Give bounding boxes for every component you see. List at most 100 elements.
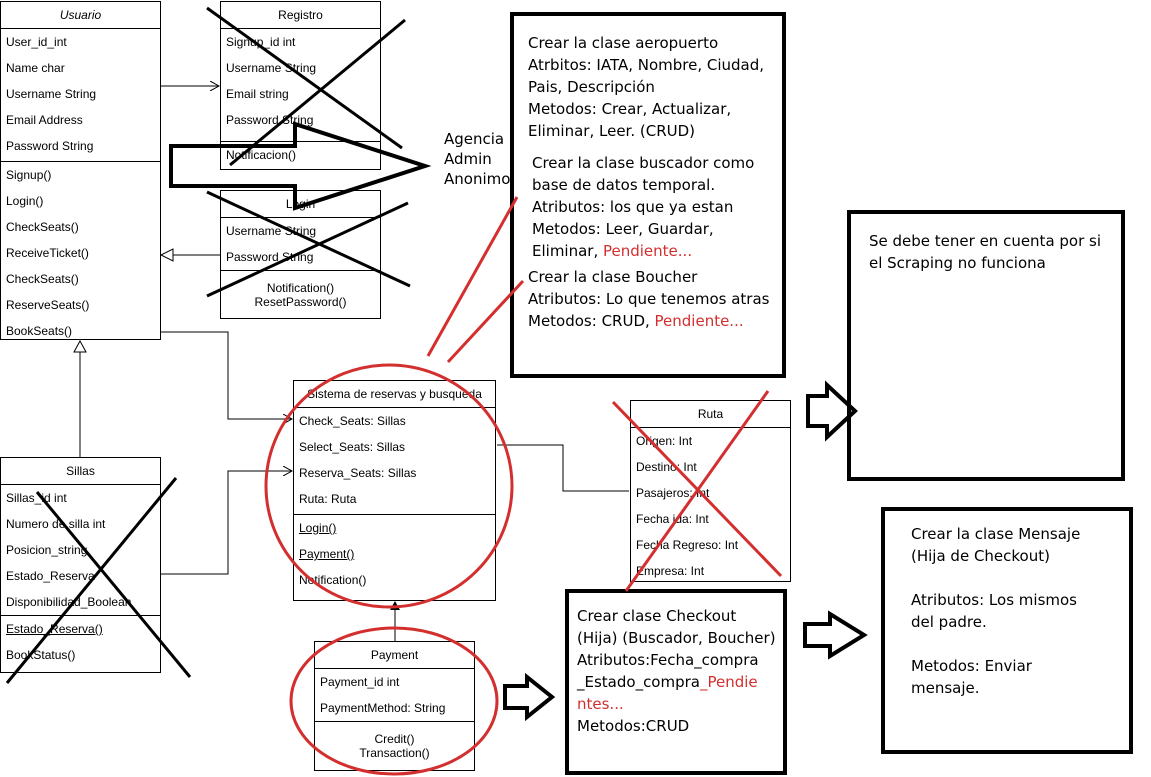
registro-attr: Password String <box>226 113 314 127</box>
sistema-method: Payment() <box>299 547 355 561</box>
usuario-attr: Password String <box>6 139 94 153</box>
sillas-attr: Disponibilidad_Boolean <box>6 595 132 609</box>
note-scraping: Se debe tener en cuenta por si el Scrapi… <box>847 210 1125 481</box>
registro-title: Registro <box>221 2 380 29</box>
login-title: Login <box>221 191 380 218</box>
note-boucher: Crear la clase Boucher Atributos: Lo que… <box>528 266 774 332</box>
usuario-method: ReceiveTicket() <box>6 246 89 260</box>
note-line: Se debe tener en cuenta por si <box>869 232 1102 250</box>
sistema-methods: Login() Payment() Notification() <box>294 514 495 593</box>
payment-method: Credit() <box>374 732 415 746</box>
note-line: base de datos temporal. <box>532 176 716 194</box>
note-line: Atributos: Lo que tenemos atras <box>528 290 770 308</box>
sillas-methods: Estado_Reserva() BookStatus() <box>1 615 160 668</box>
registro-attr: Signup_id int <box>226 35 296 49</box>
sistema-title: Sistema de reservas y busqueda <box>294 381 495 408</box>
note-text: Metodos: CRUD, <box>528 312 655 330</box>
sillas-attr: Estado_Reserva <box>6 569 95 583</box>
note-line: Eliminar, Leer. (CRUD) <box>528 122 695 140</box>
usuario-attributes: User_id_int Name char Username String Em… <box>1 29 160 159</box>
block-arrow-icon <box>503 672 556 722</box>
login-methods: Notification() ResetPassword() <box>221 270 380 309</box>
sillas-sistema-connector <box>161 471 292 575</box>
note-line: del padre. <box>911 613 987 631</box>
login-attr: Password String <box>226 250 314 264</box>
note-line: (Hija de Checkout) <box>911 547 1050 565</box>
note-line: Atributos: los que ya estan <box>532 198 734 216</box>
usuario-attr: Name char <box>6 61 65 75</box>
note-checkout: Crear clase Checkout (Hija) (Buscador, B… <box>565 589 787 775</box>
pending-text: _Pendie <box>699 673 758 691</box>
login-method: ResetPassword() <box>254 295 347 309</box>
payment-attr: PaymentMethod: String <box>320 701 446 715</box>
note-line: Metodos: Crear, Actualizar, <box>528 100 732 118</box>
login-attr: Username String <box>226 224 317 238</box>
sillas-method: BookStatus() <box>6 648 76 662</box>
ruta-attr: Fecha Regreso: Int <box>636 538 739 552</box>
sistema-ruta-connector <box>497 444 629 492</box>
sistema-method: Login() <box>299 521 337 535</box>
payment-attr: Payment_id int <box>320 675 400 689</box>
ruta-attr: Destino: Int <box>636 460 697 474</box>
sillas-method: Estado_Reserva() <box>6 622 103 636</box>
pending-text: ntes... <box>577 695 624 713</box>
sistema-attr: Reserva_Seats: Sillas <box>299 466 417 480</box>
usuario-method: BookSeats() <box>6 324 73 338</box>
usuario-methods: Signup() Login() CheckSeats() ReceiveTic… <box>1 161 160 344</box>
sillas-attr: Sillas_id int <box>6 491 67 505</box>
note-line: Crear la clase aeropuerto <box>528 34 719 52</box>
usuario-sistema-connector <box>161 331 292 419</box>
note-line: Crear clase Checkout <box>577 607 737 625</box>
sillas-class: Sillas Sillas_id int Numero de silla int… <box>0 457 161 673</box>
ruta-title: Ruta <box>631 401 790 428</box>
block-arrow-icon <box>803 610 868 660</box>
ruta-attr: Empresa: Int <box>636 564 705 578</box>
ruta-attr: Pasajeros: Int <box>636 486 710 500</box>
usuario-method: CheckSeats() <box>6 272 79 286</box>
pending-text: Pendiente... <box>654 312 744 330</box>
payment-methods: Credit() Transaction() <box>315 721 474 760</box>
note-line: Crear la clase Boucher <box>528 268 698 286</box>
usuario-attr: User_id_int <box>6 35 67 49</box>
note-line: Metodos: CRUD, Pendiente... <box>528 310 774 332</box>
note-line: mensaje. <box>911 679 980 697</box>
sistema-method: Notification() <box>299 573 367 587</box>
registro-method: Notificacion() <box>226 148 297 162</box>
login-inheritance-triangle <box>159 248 174 262</box>
role-item: Anonimo <box>444 170 511 188</box>
note-line: Atributos: Los mismos <box>911 591 1077 609</box>
note-buscador: Crear la clase buscador como base de dat… <box>528 152 774 262</box>
ruta-attr: Fecha ida: Int <box>636 512 709 526</box>
usuario-attr: Username String <box>6 87 97 101</box>
note-line: (Hija) (Buscador, Boucher) <box>577 629 776 647</box>
note-line: _Estado_compra_Pendie <box>577 671 779 693</box>
role-item: Admin <box>444 150 492 168</box>
note-line: Metodos: Leer, Guardar, <box>532 220 714 238</box>
login-class: Login Username String Password String No… <box>220 190 381 319</box>
ruta-class: Ruta Origen: Int Destino: Int Pasajeros:… <box>630 400 791 582</box>
roles-label: Agencia Admin Anonimo <box>444 129 510 189</box>
sistema-attr: Ruta: Ruta <box>299 492 357 506</box>
note-line: el Scraping no funciona <box>869 254 1046 272</box>
usuario-attr: Email Address <box>6 113 83 127</box>
usuario-method: Signup() <box>6 168 52 182</box>
login-method: Notification() <box>266 281 335 295</box>
payment-method: Transaction() <box>359 746 430 760</box>
usuario-method: Login() <box>6 194 44 208</box>
sillas-title: Sillas <box>1 458 160 485</box>
note-line: Pais, Descripción <box>528 78 655 96</box>
note-line: Crear la clase buscador como <box>532 154 755 172</box>
note-line: Atrbitos: IATA, Nombre, Ciudad, <box>528 56 765 74</box>
sistema-attr: Check_Seats: Sillas <box>299 414 406 428</box>
registro-attr: Username String <box>226 61 317 75</box>
note-text: Eliminar, <box>532 242 603 260</box>
note-line: Metodos:CRUD <box>577 717 690 735</box>
note-line: Atributos:Fecha_compra <box>577 651 759 669</box>
note-aeropuerto: Crear la clase aeropuerto Atrbitos: IATA… <box>528 32 774 142</box>
sistema-class: Sistema de reservas y busqueda Check_Sea… <box>293 380 496 601</box>
usuario-class: Usuario User_id_int Name char Username S… <box>0 1 161 340</box>
registro-class: Registro Signup_id int Username String E… <box>220 1 381 170</box>
note-line: Eliminar, Pendiente... <box>532 240 774 262</box>
note-line: Crear la clase Mensaje <box>911 525 1081 543</box>
